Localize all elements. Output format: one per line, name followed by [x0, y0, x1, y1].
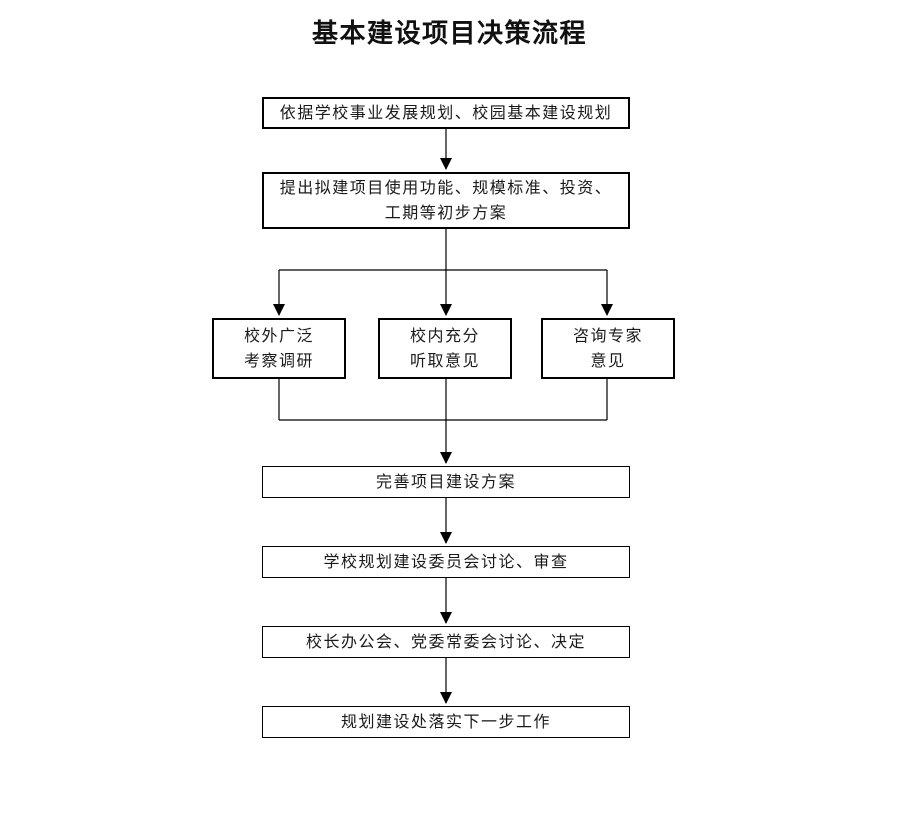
node-expert-advice-label: 咨询专家 意见	[572, 327, 643, 370]
node-leadership-decision-label: 校长办公会、党委常委会讨论、决定	[305, 633, 586, 651]
node-initial-proposal: 提出拟建项目使用功能、规模标准、投资、 工期等初步方案	[262, 172, 630, 229]
node-refine-plan-label: 完善项目建设方案	[375, 473, 516, 491]
node-refine-plan: 完善项目建设方案	[262, 466, 630, 498]
node-committee-review: 学校规划建设委员会讨论、审查	[262, 546, 630, 578]
node-internal-opinions-label: 校内充分 听取意见	[409, 327, 480, 370]
page-title: 基本建设项目决策流程	[311, 19, 587, 48]
node-basis-label: 依据学校事业发展规划、校园基本建设规划	[279, 104, 613, 122]
node-expert-advice: 咨询专家 意见	[541, 318, 675, 379]
node-internal-opinions: 校内充分 听取意见	[378, 318, 512, 379]
node-basis: 依据学校事业发展规划、校园基本建设规划	[262, 97, 630, 129]
node-external-research: 校外广泛 考察调研	[212, 318, 346, 379]
node-leadership-decision: 校长办公会、党委常委会讨论、决定	[262, 626, 630, 658]
node-implement-next-step: 规划建设处落实下一步工作	[262, 706, 630, 738]
node-external-research-label: 校外广泛 考察调研	[243, 327, 314, 370]
node-implement-next-step-label: 规划建设处落实下一步工作	[340, 713, 551, 731]
node-committee-review-label: 学校规划建设委员会讨论、审查	[323, 553, 569, 571]
node-initial-proposal-label: 提出拟建项目使用功能、规模标准、投资、 工期等初步方案	[279, 179, 613, 222]
